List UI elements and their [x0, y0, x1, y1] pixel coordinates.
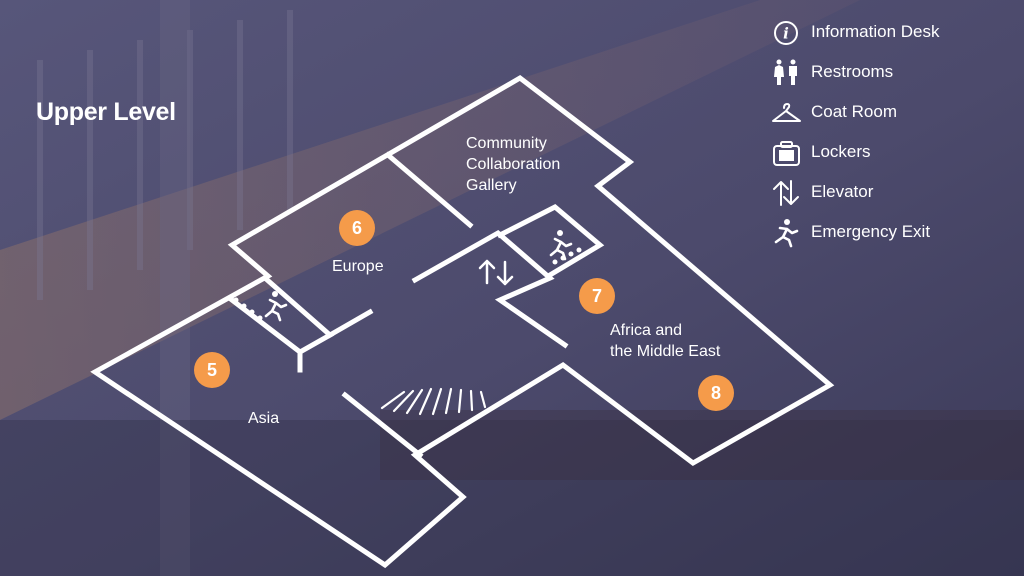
legend-label: Information Desk [811, 22, 940, 41]
elevator-icon [773, 180, 799, 206]
gallery-label-europe: Europe [332, 258, 384, 275]
stairs-icon [380, 387, 487, 416]
wall-exit-room-right [496, 204, 605, 279]
gallery-number-badge-africa[interactable]: 7 [579, 278, 615, 314]
gallery-name-line: the Middle East [610, 343, 721, 360]
wall-europe-partition [326, 308, 374, 339]
map-emergency-exit-icon-left [264, 291, 288, 322]
map-emergency-exit-icon-right [549, 230, 573, 261]
restrooms-icon [774, 59, 797, 85]
legend-label: Lockers [811, 142, 871, 161]
lockers-icon [773, 141, 800, 166]
wall-outline-top [90, 74, 835, 569]
gallery-label-africa: Africa and the Middle East [610, 320, 720, 362]
gallery-name-line: Collaboration [466, 156, 561, 173]
gallery-number-badge-europe[interactable]: 6 [339, 210, 375, 246]
gallery-number-badge-asia[interactable]: 5 [194, 352, 230, 388]
legend-item-restrooms: Restrooms [770, 58, 1020, 88]
wall-elevator-core [411, 229, 569, 349]
legend-label: Elevator [811, 182, 874, 201]
gallery-name-line: Africa and [610, 322, 683, 339]
gallery-number-badge-8[interactable]: 8 [698, 375, 734, 411]
legend-label: Coat Room [811, 102, 897, 121]
wall-lower-left [341, 391, 424, 459]
emergency-exit-icon [774, 219, 799, 248]
gallery-name-line: Gallery [466, 177, 517, 194]
legend-label: Restrooms [811, 62, 894, 81]
information-icon: i [774, 21, 798, 45]
legend-item-elevator: Elevator [770, 178, 1020, 208]
gallery-label-asia: Asia [248, 410, 280, 427]
legend-item-lockers: Lockers [770, 138, 1020, 168]
legend-item-coat-room: Coat Room [770, 98, 1020, 128]
coat-hanger-icon [772, 103, 801, 122]
wall-exit-room-left [228, 274, 335, 355]
legend-item-emergency-exit: Emergency Exit [770, 218, 1020, 248]
gallery-name-line: Community [466, 135, 547, 152]
gallery-label-community: Community Collaboration Gallery [466, 133, 560, 196]
wall-community-divider [384, 151, 474, 229]
page-title: Upper Level [36, 98, 176, 126]
map-elevator-icon [478, 259, 514, 286]
svg-text:i: i [783, 25, 789, 43]
legend-label: Emergency Exit [811, 222, 931, 241]
legend-item-information-desk: i Information Desk [770, 18, 1020, 48]
